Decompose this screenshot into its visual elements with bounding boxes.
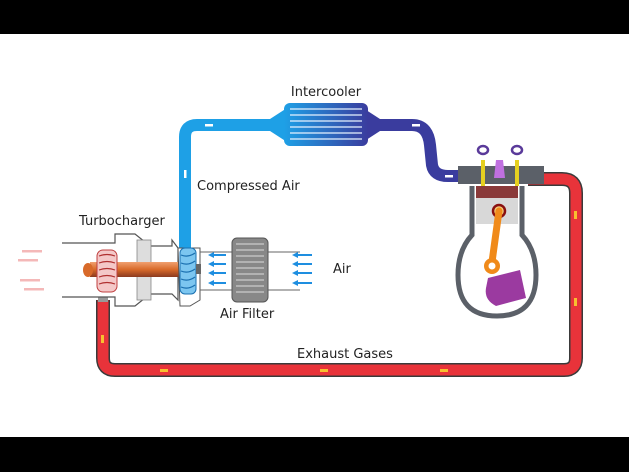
spark-plug <box>494 160 505 178</box>
label-turbocharger: Turbocharger <box>78 214 165 229</box>
label-air-filter: Air Filter <box>220 307 275 322</box>
exhaust-valve <box>510 144 524 186</box>
air-intake-arrows <box>208 252 312 286</box>
exhaust-flow-arrows <box>101 211 577 372</box>
label-intercooler: Intercooler <box>291 85 362 100</box>
crankshaft <box>485 270 526 306</box>
intercooler <box>270 103 380 146</box>
cooled-air-pipe <box>367 119 462 182</box>
connecting-rod <box>488 207 503 266</box>
label-compressed-air: Compressed Air <box>197 179 300 194</box>
turbocharger <box>62 233 201 307</box>
label-air: Air <box>333 262 352 277</box>
engine-cylinder <box>455 144 544 319</box>
label-exhaust-gases: Exhaust Gases <box>297 347 393 362</box>
intake-valve <box>476 144 490 186</box>
exhaust-out-arrows <box>18 250 44 291</box>
air-filter <box>200 237 300 303</box>
turbine-wheel <box>96 249 118 293</box>
